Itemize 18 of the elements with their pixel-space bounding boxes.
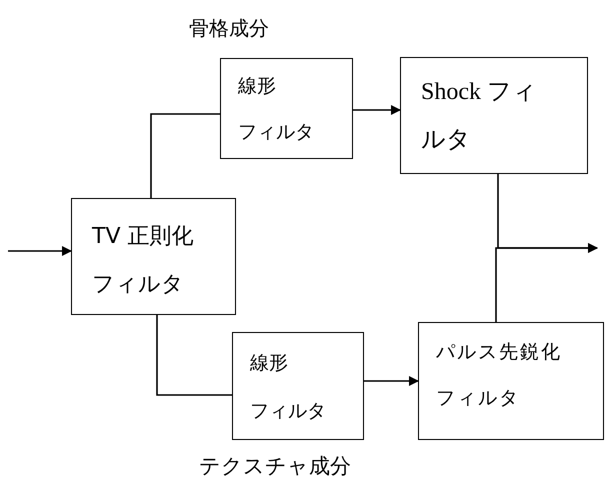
arrow <box>353 105 401 115</box>
filter-box <box>400 57 588 174</box>
filter-box <box>71 198 236 315</box>
connector-line <box>150 113 220 198</box>
box-label: Shock フィルタ <box>421 78 538 155</box>
component-label: 骨格成分 <box>189 15 269 42</box>
arrow <box>495 243 598 322</box>
box-label: フィルタ <box>250 399 327 424</box>
connector-line <box>156 315 232 396</box>
filter-box <box>418 322 604 440</box>
arrow <box>8 246 72 256</box>
component-label: テクスチャ成分 <box>199 453 351 480</box>
box-label: 線形 <box>238 74 277 99</box>
arrow <box>364 376 419 386</box>
box-label: TV 正則化フィルタ <box>92 223 194 299</box>
box-label: 線形 <box>250 351 289 376</box>
box-label: パルス先鋭化フィルタ <box>436 340 563 411</box>
box-label: フィルタ <box>238 120 315 145</box>
